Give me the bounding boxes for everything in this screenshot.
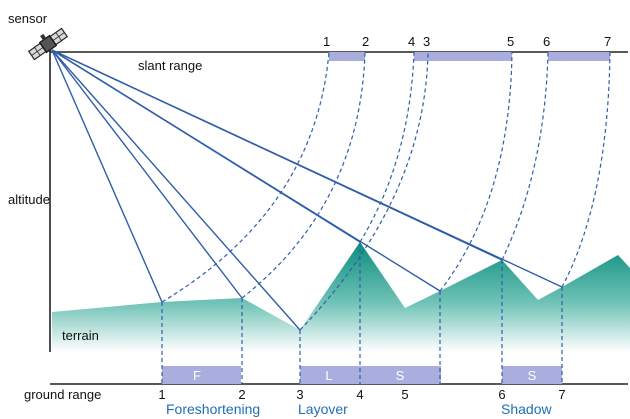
arc-5 bbox=[439, 51, 513, 292]
radar-rays bbox=[51, 49, 563, 331]
slant-num-2: 2 bbox=[362, 34, 369, 49]
ground-bar-shadow-1 bbox=[359, 366, 441, 384]
ground-num-1: 1 bbox=[158, 387, 165, 402]
shadow-caption: Shadow bbox=[501, 401, 552, 417]
slant-range-label: slant range bbox=[138, 58, 202, 73]
altitude-label: altitude bbox=[8, 192, 50, 207]
slant-bar-1-2 bbox=[329, 52, 365, 61]
ground-projection-lines bbox=[161, 242, 563, 384]
ground-num-3: 3 bbox=[296, 387, 303, 402]
satellite-icon bbox=[27, 27, 69, 61]
slant-num-1: 1 bbox=[323, 34, 330, 49]
ground-num-6: 6 bbox=[498, 387, 505, 402]
terrain-label: terrain bbox=[62, 328, 99, 343]
ray-7 bbox=[51, 49, 563, 288]
arc-7 bbox=[561, 51, 611, 288]
foreshortening-caption: Foreshortening bbox=[166, 401, 260, 417]
slant-projection-arcs bbox=[161, 51, 611, 331]
terrain-profile bbox=[52, 242, 630, 352]
ground-number-labels: 1 2 3 4 5 6 7 bbox=[158, 387, 565, 402]
arc-2 bbox=[241, 51, 366, 299]
ray-3 bbox=[51, 49, 301, 331]
ground-bar-shadow-2 bbox=[502, 366, 562, 384]
sensor-label: sensor bbox=[8, 11, 48, 26]
ground-bar-label-s1: S bbox=[396, 368, 405, 383]
ray-2 bbox=[51, 49, 243, 299]
ray-1 bbox=[51, 49, 163, 303]
slant-bar-6-7 bbox=[548, 52, 610, 61]
ground-bar-label-f: F bbox=[193, 368, 201, 383]
slant-number-labels: 1 2 4 3 5 6 7 bbox=[323, 34, 611, 49]
ground-num-5: 5 bbox=[401, 387, 408, 402]
arc-4 bbox=[359, 51, 415, 243]
slant-bar-4-5 bbox=[414, 52, 512, 61]
layover-caption: Layover bbox=[298, 401, 348, 417]
slant-num-4: 4 bbox=[408, 34, 415, 49]
slant-num-7: 7 bbox=[604, 34, 611, 49]
slant-num-6: 6 bbox=[543, 34, 550, 49]
slant-num-3: 3 bbox=[423, 34, 430, 49]
arc-6 bbox=[501, 51, 549, 261]
arc-3 bbox=[299, 51, 429, 331]
ground-num-4: 4 bbox=[356, 387, 363, 402]
ground-bar-foreshortening bbox=[162, 366, 241, 384]
ray-5 bbox=[51, 49, 441, 292]
ground-num-7: 7 bbox=[558, 387, 565, 402]
slant-num-5: 5 bbox=[507, 34, 514, 49]
ground-bar-label-s2: S bbox=[528, 368, 537, 383]
arc-1 bbox=[161, 51, 330, 303]
ground-bar-label-l: L bbox=[325, 368, 332, 383]
ground-range-label: ground range bbox=[24, 387, 101, 402]
ground-bar-layover bbox=[300, 366, 359, 384]
ground-num-2: 2 bbox=[238, 387, 245, 402]
